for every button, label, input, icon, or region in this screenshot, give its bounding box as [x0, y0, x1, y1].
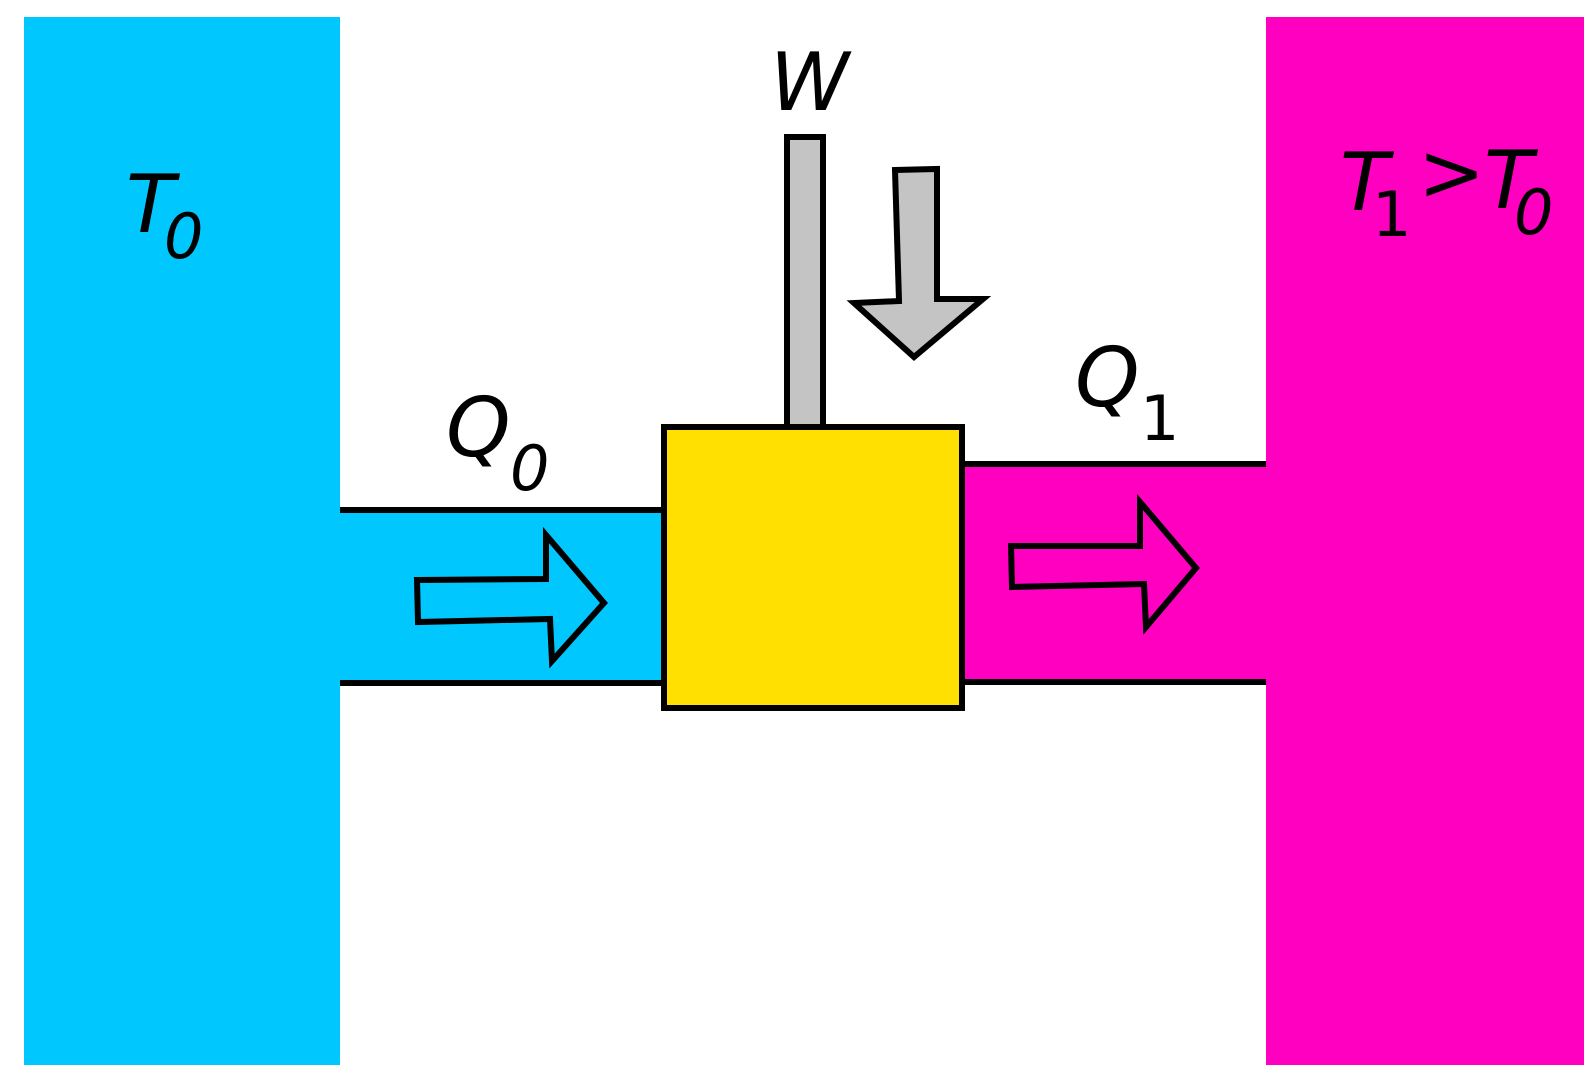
- work-input-arrow: [846, 165, 992, 361]
- cold-reservoir-label: T0: [126, 158, 203, 273]
- heat-out-arrow: [1007, 493, 1200, 635]
- heat-in-label: Q0: [446, 381, 549, 505]
- work-label: W: [770, 36, 852, 129]
- cold-reservoir: [24, 17, 340, 1065]
- heat-in-arrow: [413, 526, 608, 669]
- work-shaft: [784, 134, 826, 430]
- hot-reservoir: [1266, 17, 1584, 1065]
- heat-pump-machine: [661, 424, 965, 711]
- heat-out-label: Q1: [1075, 331, 1179, 455]
- hot-reservoir-label: T1>T0: [1340, 126, 1553, 251]
